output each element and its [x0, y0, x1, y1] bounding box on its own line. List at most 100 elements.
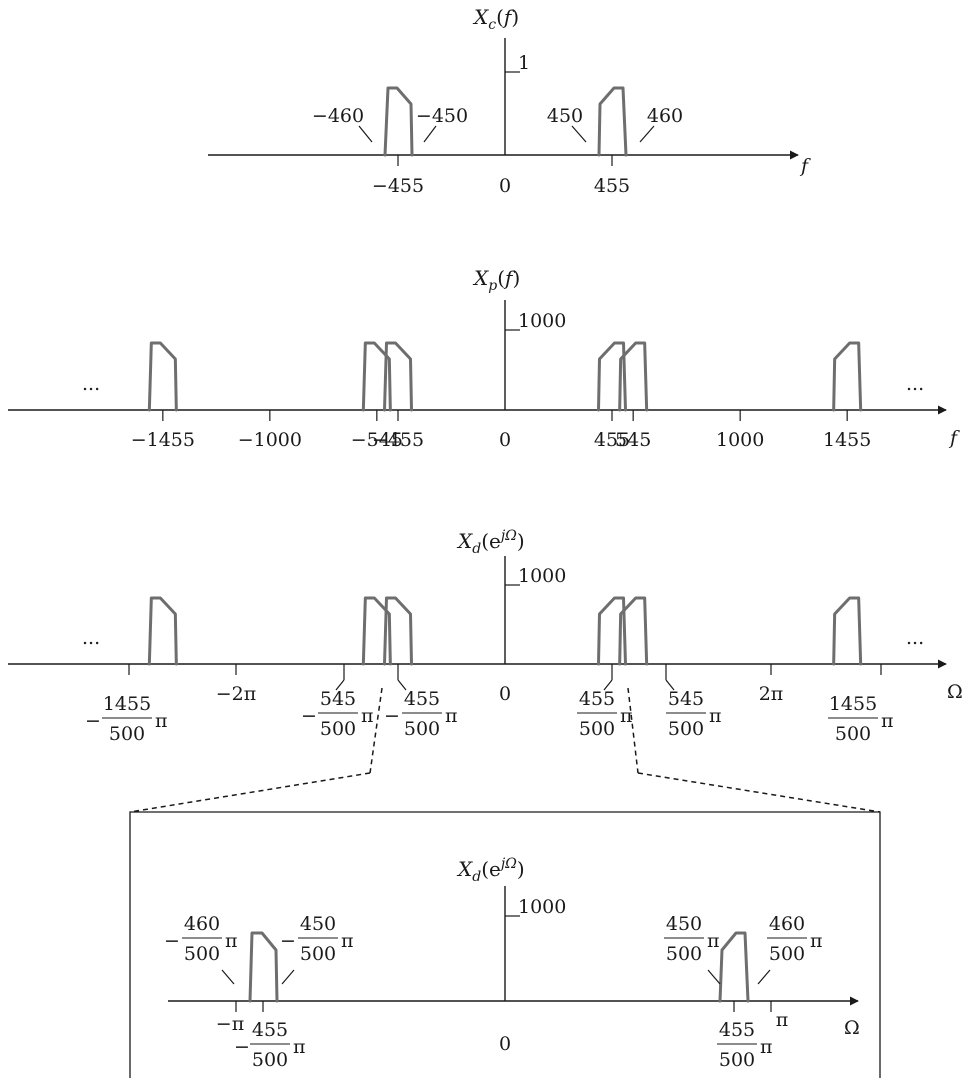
zoom-frac--455-den: 500	[252, 1049, 288, 1071]
plot-xd: Xd(ejΩ) 1000 Ω ... ... −2π 2π 0 − 1455 5…	[8, 528, 963, 745]
zoom-frame	[129, 811, 881, 1078]
zoom-leader--450	[281, 969, 295, 985]
xp-lobe-1455	[832, 341, 863, 412]
plot-xc: Xc(f) 1 f −455 0 455 −460 −450 450 460	[208, 5, 811, 197]
xc-leader--450	[423, 125, 437, 143]
xd-leader-545	[665, 679, 675, 691]
zoom-frac--455: − 455 500 π	[234, 1001, 306, 1071]
xd-frac--455: − 455 500 π	[384, 664, 458, 740]
xp-lobe--455	[383, 341, 413, 412]
plot-zoom: Xd(ejΩ) 1000 Ω 0 −π π − 460 500 π − 450 …	[164, 856, 860, 1071]
zoom-frac--460-den: 500	[184, 943, 220, 965]
xd-lobe--455	[383, 596, 413, 666]
zoom-title: Xd(ejΩ)	[456, 856, 525, 885]
zoom-frac--450-num: 450	[300, 913, 336, 935]
xd-frac-545: 545 500 π	[665, 664, 722, 740]
xc-axis-symbol: f	[799, 155, 811, 177]
xc-tick-label-455: 455	[594, 175, 630, 197]
xp-tick-label--545: −545	[351, 429, 403, 451]
xd-lobes	[147, 596, 863, 666]
xd-frac-1455-num: 1455	[829, 693, 877, 715]
xd-frac--1455: − 1455 500 π	[85, 664, 168, 745]
xd-label-2pi: 2π	[759, 683, 784, 705]
xc-peak-label: 1	[518, 52, 530, 74]
zoom-frac--460-sign: −	[164, 930, 180, 952]
xc-lobe-negative	[383, 86, 414, 157]
zoom-label--pi: −π	[216, 1013, 244, 1035]
xd-frac--1455-sign: −	[85, 710, 101, 732]
xd-frac--455-den: 500	[404, 718, 440, 740]
xd-frac-1455-pi: π	[881, 710, 894, 732]
xd-frac-455-num: 455	[579, 688, 615, 710]
xc-tick-label--455: −455	[372, 175, 424, 197]
zoom-leader-460	[757, 969, 771, 985]
xd-lobe-455	[597, 596, 627, 666]
zoom-peak-label: 1000	[518, 896, 566, 918]
xd-label--2pi: −2π	[216, 683, 257, 705]
xd-leader--455	[397, 679, 407, 691]
xd-frac-545-num: 545	[668, 688, 704, 710]
zoom-diagonal-left	[129, 772, 371, 813]
xd-frac--1455-pi: π	[155, 710, 168, 732]
zoom-frac--460-pi: π	[225, 930, 238, 952]
zoom-frac-450-den: 500	[666, 943, 702, 965]
xp-tick-label--455: −455	[372, 429, 424, 451]
xd-lobe-1455	[832, 596, 863, 666]
zoom-frac--450: − 450 500 π	[280, 913, 354, 985]
xd-frac--545: − 545 500 π	[301, 664, 374, 740]
xp-tick-label-1000: 1000	[716, 429, 764, 451]
zoom-leader-450	[707, 969, 721, 985]
xp-tick-label-545: 545	[615, 429, 651, 451]
xp-peak-label: 1000	[518, 310, 566, 332]
zoom-frac-450: 450 500 π	[664, 913, 721, 985]
xc-edge-label--460: −460	[312, 105, 364, 127]
xd-frac--1455-num: 1455	[103, 693, 151, 715]
xp-ellipsis-left: ...	[82, 373, 100, 395]
zoom-frac-455: 455 500 π	[717, 1001, 773, 1071]
zoom-frac--450-den: 500	[300, 943, 336, 965]
xp-lobes	[147, 341, 863, 412]
xp-axis-symbol: f	[948, 427, 960, 449]
xp-tick-label--1455: −1455	[131, 429, 195, 451]
xd-frac--455-pi: π	[445, 705, 458, 727]
xc-leader-460	[639, 125, 655, 143]
xc-tick-label-0: 0	[499, 175, 511, 197]
xc-leader--460	[358, 125, 373, 143]
xd-leader-455	[603, 679, 613, 691]
xd-frac--545-sign: −	[301, 705, 317, 727]
xp-tick-label--1000: −1000	[238, 429, 302, 451]
xd-frac-1455: 1455 500 π	[828, 664, 894, 745]
zoom-frac-450-num: 450	[666, 913, 702, 935]
xc-lobe-positive	[597, 86, 628, 157]
zoom-lobe-positive	[718, 931, 750, 1003]
zoom-drop-left	[369, 687, 383, 774]
zoom-frac--455-sign: −	[234, 1036, 250, 1058]
xp-lobe-545	[618, 341, 649, 412]
xp-lobe-455	[597, 341, 627, 412]
xp-tick-label-0: 0	[499, 429, 511, 451]
xd-frac-545-pi: π	[709, 705, 722, 727]
xd-lobe-545	[618, 596, 649, 666]
zoom-diagonal-right	[637, 772, 881, 813]
xp-lobe--545	[361, 341, 392, 412]
xd-axis-symbol: Ω	[947, 681, 963, 703]
xd-frac-455: 455 500 π	[577, 664, 633, 740]
zoom-frac-455-den: 500	[719, 1049, 755, 1071]
xd-frac--545-pi: π	[361, 705, 374, 727]
zoom-label-0: 0	[499, 1033, 511, 1055]
zoom-frac--455-num: 455	[252, 1019, 288, 1041]
xd-label-0: 0	[499, 683, 511, 705]
zoom-frac-455-pi: π	[760, 1036, 773, 1058]
xp-ellipsis-right: ...	[906, 373, 924, 395]
zoom-lobe-negative	[248, 931, 279, 1003]
xd-peak-label: 1000	[518, 565, 566, 587]
xc-title: Xc(f)	[472, 5, 519, 33]
zoom-frac--450-pi: π	[341, 930, 354, 952]
xd-lobe--1455	[147, 596, 178, 666]
zoom-frac-455-num: 455	[719, 1019, 755, 1041]
zoom-frac--460-num: 460	[184, 913, 220, 935]
xd-ellipsis-left: ...	[82, 627, 100, 649]
